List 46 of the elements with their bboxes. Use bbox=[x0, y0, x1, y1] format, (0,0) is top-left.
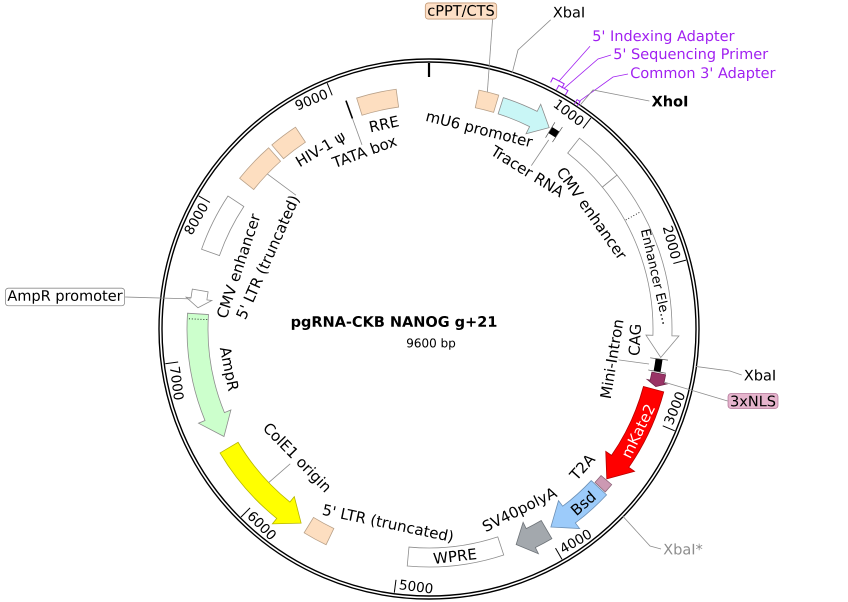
leader-line bbox=[579, 90, 650, 106]
primer-label: Common 3' Adapter bbox=[631, 66, 776, 81]
leader-line bbox=[558, 46, 590, 82]
leader-line bbox=[486, 19, 493, 92]
primer-bracket bbox=[574, 99, 581, 106]
feature-block bbox=[186, 288, 212, 308]
feature-label: CAG bbox=[628, 324, 641, 355]
leader-line bbox=[579, 74, 628, 102]
primer-label: 5' Sequencing Primer bbox=[614, 48, 768, 62]
feature-box bbox=[239, 147, 281, 190]
leader-line bbox=[664, 382, 728, 402]
leader-line bbox=[512, 19, 552, 74]
feature-tag: cPPT/CTS bbox=[424, 2, 498, 20]
leader-line bbox=[564, 54, 612, 89]
leader-line bbox=[622, 516, 662, 550]
feature-tag: AmpR promoter bbox=[4, 288, 125, 306]
leader-line bbox=[268, 463, 291, 483]
tick-label: 5000 bbox=[400, 580, 432, 594]
feature-label: mU6 promoter bbox=[426, 113, 534, 147]
tick-label: 2000 bbox=[662, 226, 680, 258]
tick-label: 4000 bbox=[562, 530, 591, 552]
leader-line bbox=[124, 296, 192, 300]
primer-label: 5' Indexing Adapter bbox=[593, 30, 735, 44]
leader-line bbox=[618, 359, 650, 364]
leader-line bbox=[530, 140, 550, 166]
leader-line bbox=[352, 118, 362, 146]
site-label: XhoI bbox=[652, 95, 688, 107]
feature-label: RRE bbox=[369, 116, 399, 132]
feature-label: T2A bbox=[568, 456, 596, 478]
leader-line bbox=[695, 366, 742, 376]
leader-line bbox=[267, 174, 296, 196]
plasmid-name: pgRNA-CKB NANOG g+21 bbox=[292, 316, 496, 330]
tick-label: 3000 bbox=[664, 392, 684, 425]
feature-block bbox=[646, 372, 668, 387]
feature-box bbox=[474, 90, 500, 113]
site-label: XbaI bbox=[553, 6, 584, 18]
feature-tag: 3xNLS bbox=[728, 393, 778, 409]
site-label: XbaI bbox=[744, 369, 775, 381]
primer-bracket bbox=[556, 84, 568, 96]
feature-label: AmpR bbox=[220, 348, 238, 392]
tick-label: 9000 bbox=[295, 90, 328, 110]
feature-bar bbox=[648, 357, 668, 374]
plasmid-size: 9600 bp bbox=[406, 338, 456, 350]
site-label: XbaI* bbox=[664, 543, 702, 555]
primer-bracket bbox=[550, 77, 565, 89]
feature-bar bbox=[345, 100, 354, 119]
